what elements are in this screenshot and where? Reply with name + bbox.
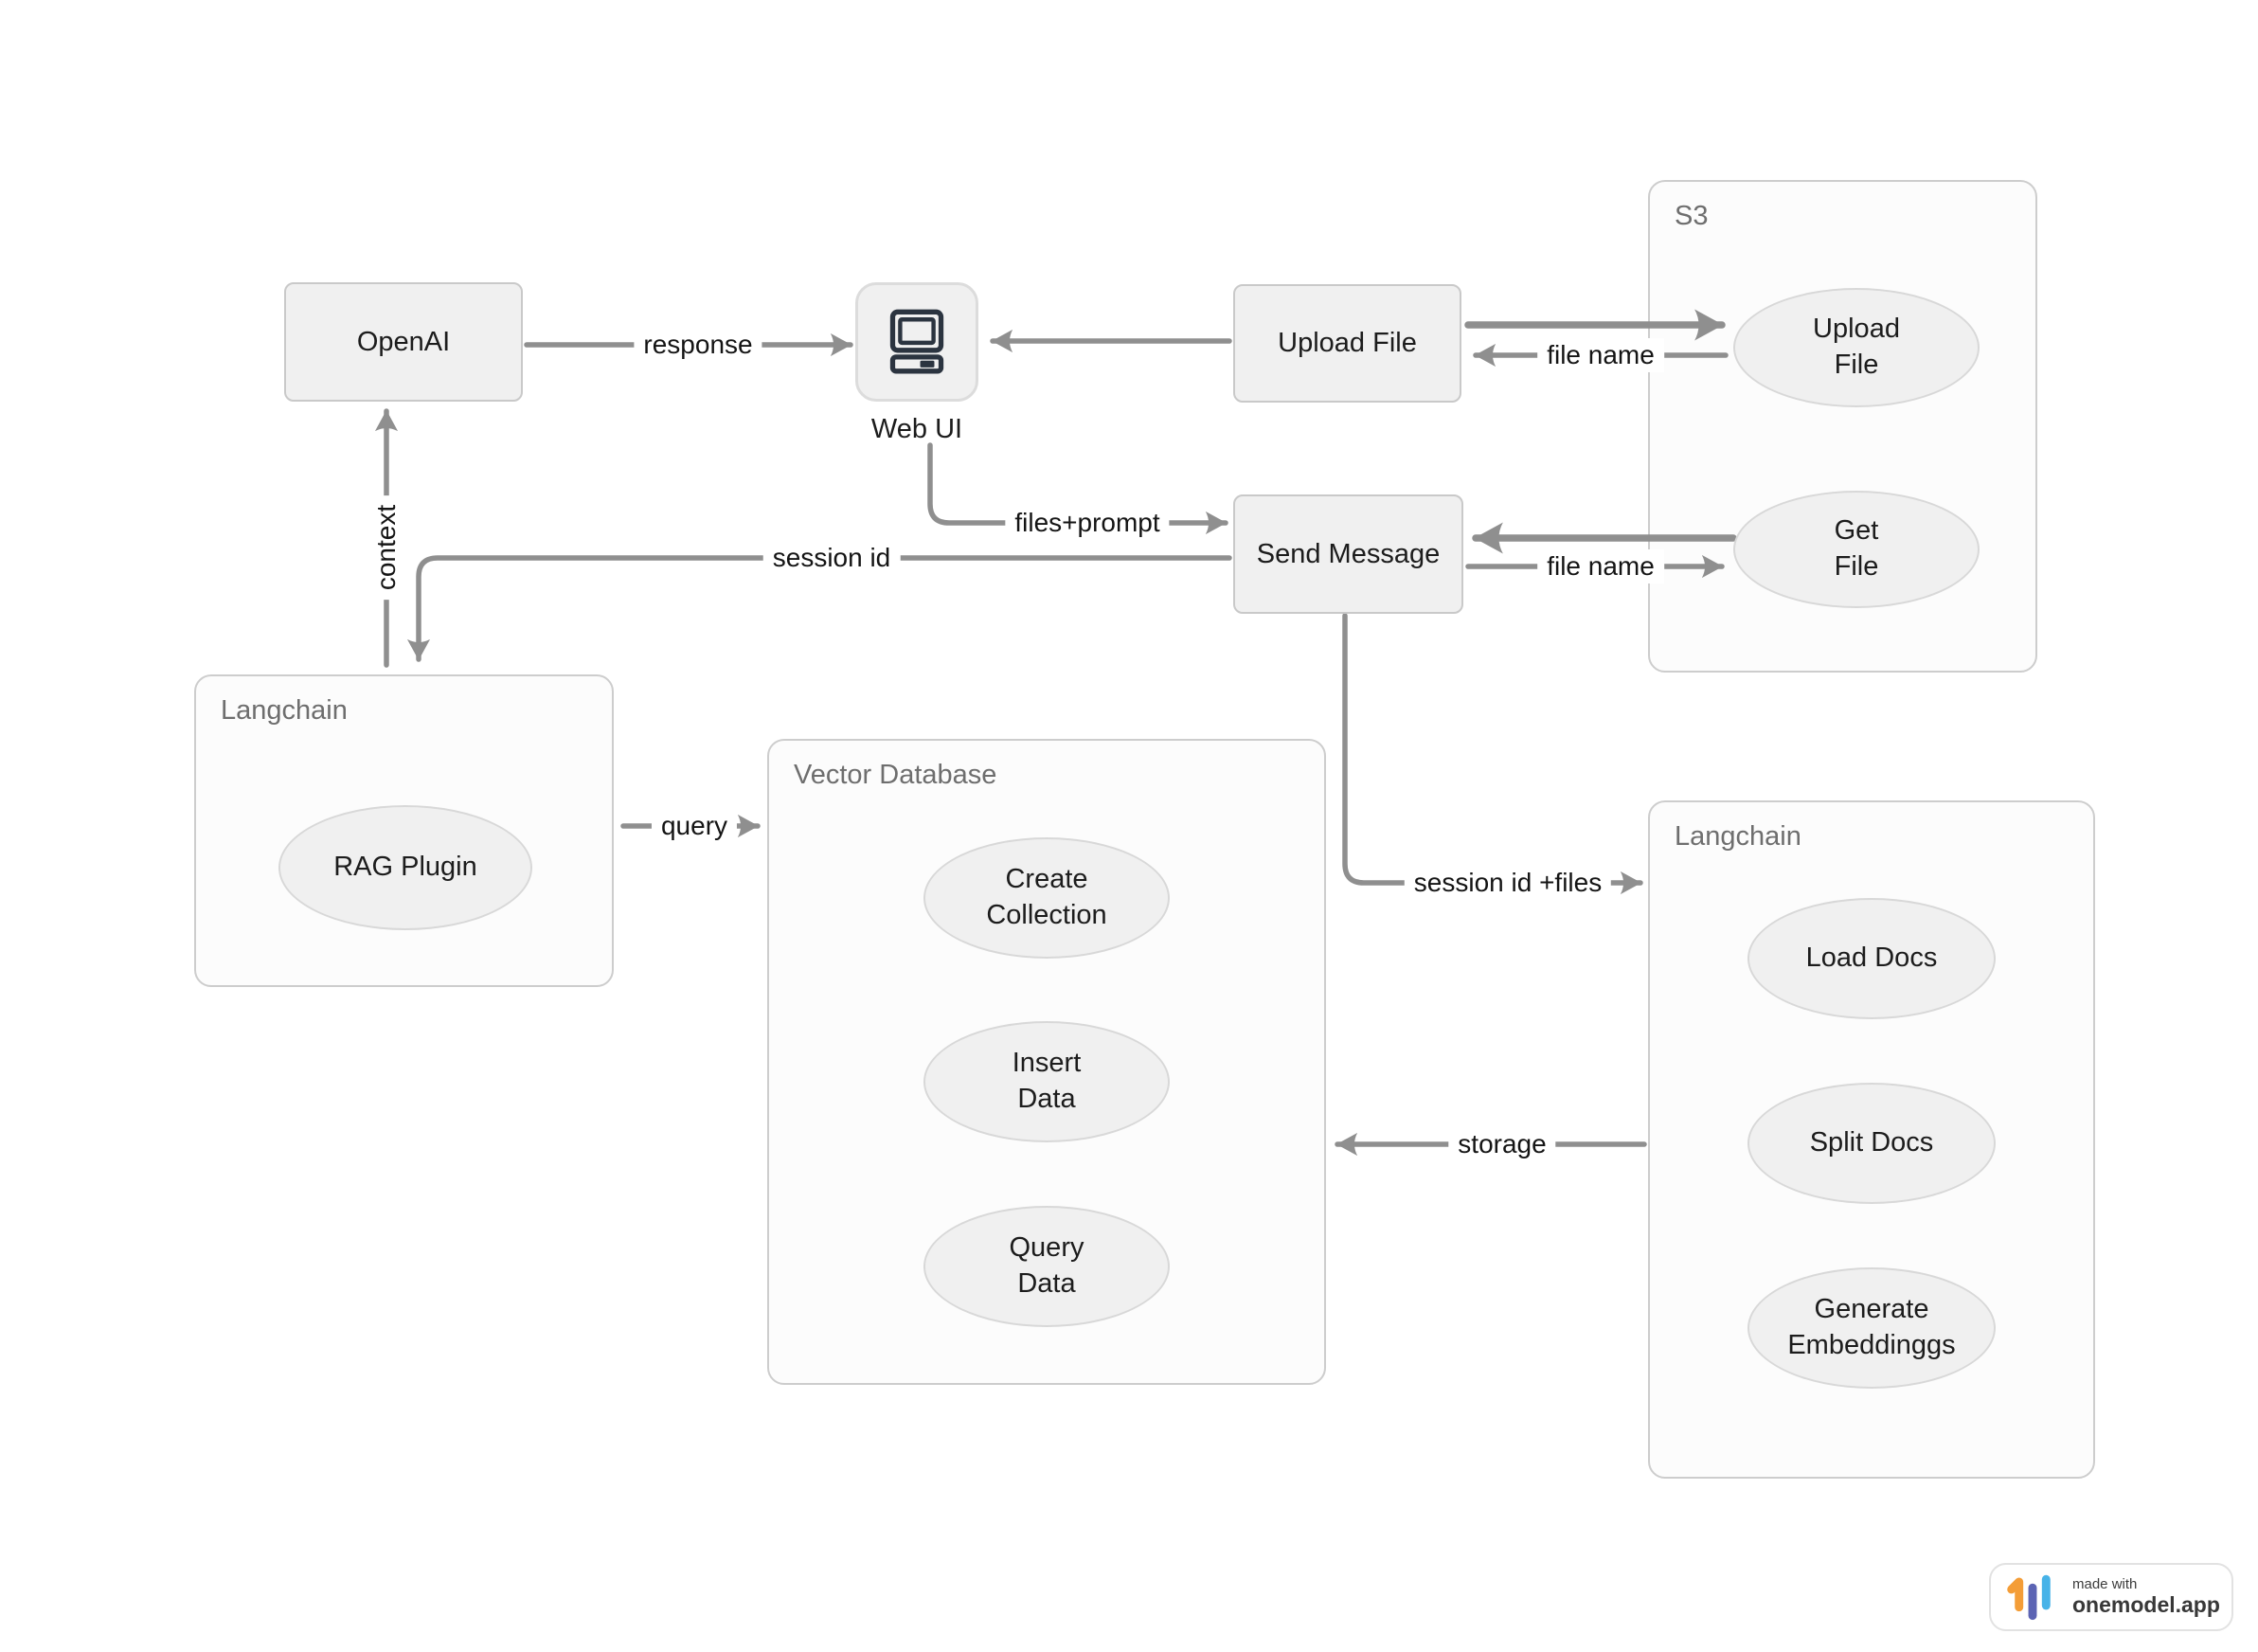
- op-create-collection-label: Create Collection: [986, 864, 1107, 930]
- op-generate-embeddings-label: Generate Embeddinggs: [1787, 1294, 1956, 1360]
- container-langchain-left-title: Langchain: [221, 695, 348, 726]
- computer-icon: [889, 309, 944, 374]
- onemodel-badge-text: made with onemodel.app: [2072, 1576, 2220, 1618]
- op-rag-plugin-label: RAG Plugin: [333, 852, 477, 883]
- node-openai[interactable]: OpenAI: [284, 282, 523, 402]
- op-create-collection[interactable]: Create Collection: [923, 837, 1170, 959]
- edge-filename-get-label: file name: [1537, 549, 1664, 584]
- edge-storage-label: storage: [1448, 1127, 1556, 1161]
- edge-session-id-label: session id: [762, 541, 901, 575]
- badge-made-with: made with: [2072, 1576, 2138, 1593]
- node-upload-file-label: Upload File: [1278, 328, 1417, 358]
- op-insert-data[interactable]: Insert Data: [923, 1021, 1170, 1142]
- op-s3-upload-file[interactable]: Upload File: [1733, 288, 1980, 407]
- edge-context-label: context: [369, 494, 403, 601]
- op-s3-get-file-label: Get File: [1834, 515, 1879, 582]
- node-web-ui[interactable]: [855, 282, 978, 402]
- node-web-ui-label: Web UI: [870, 414, 963, 444]
- badge-brand: onemodel.app: [2072, 1592, 2220, 1618]
- container-langchain-right-title: Langchain: [1675, 821, 1801, 852]
- op-query-data-label: Query Data: [1009, 1232, 1084, 1299]
- container-vector-database-title: Vector Database: [794, 760, 997, 790]
- node-openai-label: OpenAI: [356, 326, 451, 357]
- op-s3-upload-file-label: Upload File: [1813, 314, 1900, 380]
- edge-session-id-line: [406, 555, 1232, 662]
- op-split-docs-label: Split Docs: [1809, 1127, 1934, 1158]
- edge-session-id-files-label: session id +files: [1404, 866, 1612, 900]
- op-generate-embeddings[interactable]: Generate Embeddinggs: [1747, 1267, 1996, 1389]
- edge-filename-upload-label: file name: [1537, 338, 1664, 372]
- op-s3-get-file[interactable]: Get File: [1733, 491, 1980, 608]
- onemodel-logo-icon: [2007, 1574, 2051, 1621]
- onemodel-badge[interactable]: made with onemodel.app: [1989, 1563, 2233, 1631]
- node-upload-file[interactable]: Upload File: [1233, 284, 1461, 403]
- edge-query-label: query: [651, 809, 738, 843]
- edge-response-label: response: [634, 328, 762, 362]
- edge-files-prompt-label: files+prompt: [1005, 506, 1170, 540]
- op-rag-plugin[interactable]: RAG Plugin: [278, 805, 532, 930]
- op-load-docs[interactable]: Load Docs: [1747, 898, 1996, 1019]
- edge-session-id-files-line: [1342, 613, 1643, 895]
- op-insert-data-label: Insert Data: [1012, 1048, 1082, 1114]
- container-s3-title: S3: [1675, 201, 1709, 231]
- op-load-docs-label: Load Docs: [1805, 943, 1938, 974]
- node-send-message-label: Send Message: [1256, 538, 1441, 569]
- edge-files-prompt-line: [927, 442, 1228, 535]
- op-split-docs[interactable]: Split Docs: [1747, 1083, 1996, 1204]
- op-query-data[interactable]: Query Data: [923, 1206, 1170, 1327]
- node-send-message[interactable]: Send Message: [1233, 494, 1463, 614]
